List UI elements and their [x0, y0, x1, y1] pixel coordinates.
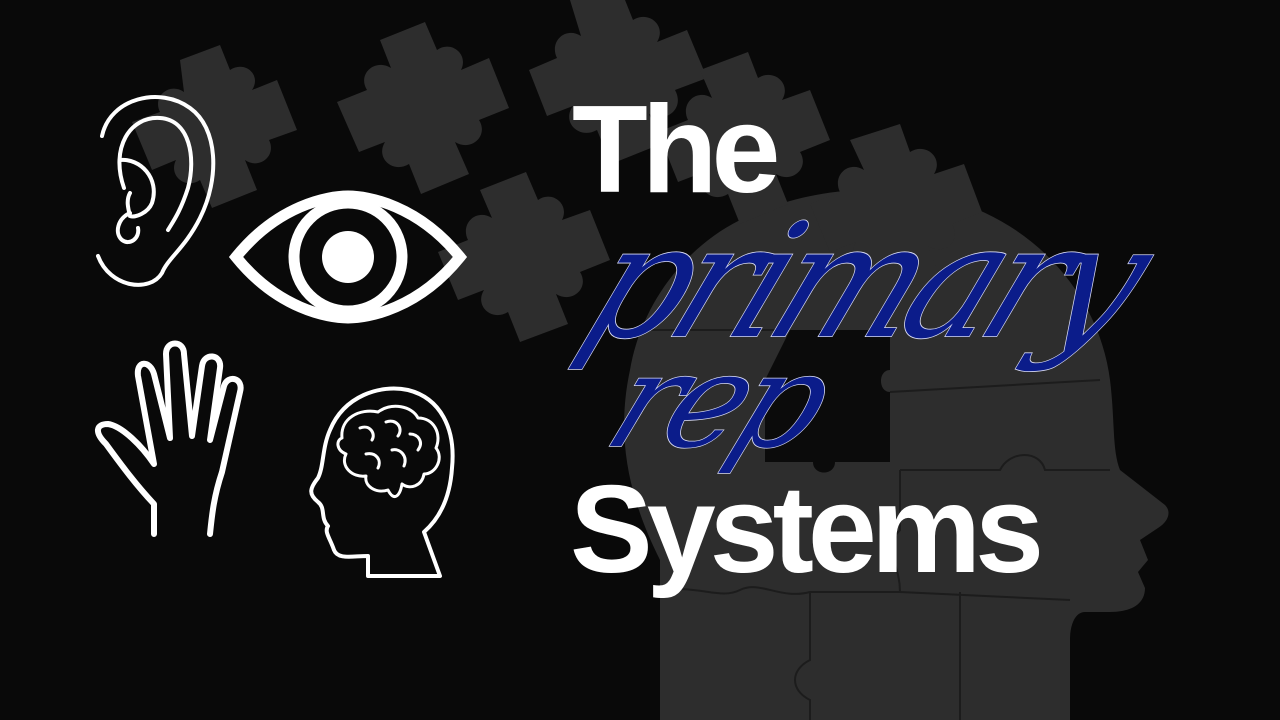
title-systems: Systems — [570, 461, 1044, 599]
title-the: The — [572, 81, 780, 219]
ear-icon — [96, 95, 216, 287]
eye-icon — [228, 190, 468, 324]
head-brain-icon — [309, 386, 455, 578]
hand-icon — [95, 340, 244, 537]
